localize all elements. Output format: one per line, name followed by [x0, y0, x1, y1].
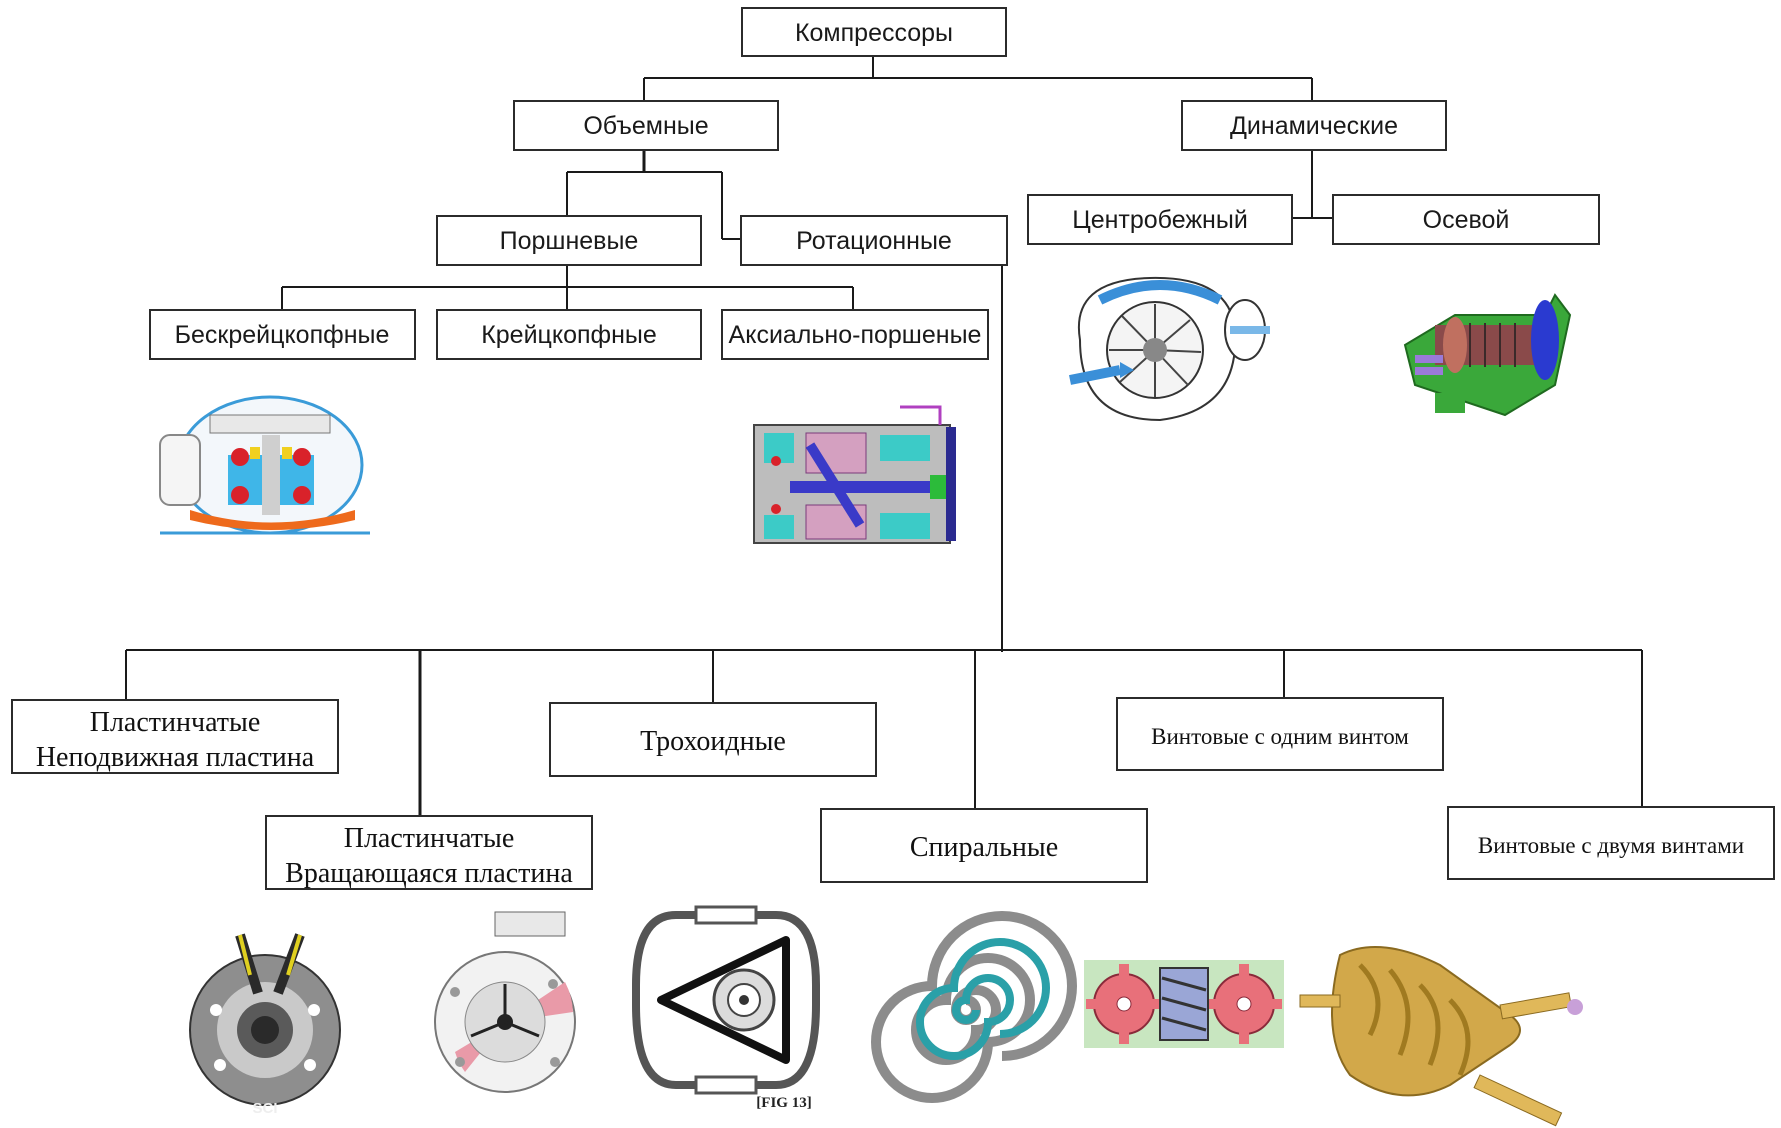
node-vane-rotating-line2: Вращающаяся пластина — [285, 858, 573, 889]
node-vane-rotating: Пластинчатые Вращающаяся пластина — [265, 815, 593, 890]
connectors — [125, 56, 1643, 816]
node-centrifugal: Центробежный — [1027, 194, 1293, 245]
node-axial-piston-label: Аксиально-поршеные — [729, 321, 982, 349]
node-single-screw-label: Винтовые с одним винтом — [1151, 724, 1409, 749]
node-vane-rotating-line1: Пластинчатые — [344, 823, 515, 854]
node-trochoid: Трохоидные — [549, 702, 877, 777]
node-rotary-label: Ротационные — [796, 227, 952, 255]
single-screw-gear-illustration — [1084, 960, 1284, 1048]
node-single-screw: Винтовые с одним винтом — [1116, 697, 1444, 771]
node-twin-screw: Винтовые с двумя винтами — [1447, 806, 1775, 880]
twin-screw-rotor-illustration — [1299, 946, 1583, 1127]
node-dynamic-label: Динамические — [1230, 112, 1398, 140]
axial-piston-compressor-illustration — [753, 405, 956, 544]
node-axial-label: Осевой — [1423, 206, 1510, 234]
node-dynamic: Динамические — [1181, 100, 1447, 151]
node-axial-piston: Аксиально-поршеные — [721, 309, 989, 360]
node-vane-fixed-line2: Неподвижная пластина — [36, 742, 315, 773]
vane-fixed-compressor-illustration: SCI — [189, 933, 341, 1117]
node-root: Компрессоры — [741, 7, 1007, 57]
axial-compressor-illustration — [1403, 293, 1572, 417]
crossheadless-compressor-illustration — [159, 395, 370, 535]
node-trochoid-label: Трохоидные — [640, 726, 786, 757]
node-piston-label: Поршневые — [500, 227, 639, 255]
fig13-caption: [FIG 13] — [756, 1095, 811, 1111]
node-volumetric-label: Объемные — [583, 112, 708, 140]
node-crosshead-label: Крейцкопфные — [481, 321, 657, 349]
node-axial: Осевой — [1332, 194, 1600, 245]
node-root-label: Компрессоры — [795, 19, 953, 47]
node-vane-fixed-line1: Пластинчатые — [90, 707, 261, 738]
scroll-spiral-illustration — [871, 911, 1077, 1103]
node-piston: Поршневые — [436, 215, 702, 266]
node-centrifugal-label: Центробежный — [1072, 206, 1248, 234]
trochoid-rotor-illustration: [FIG 13] — [632, 905, 820, 1111]
node-crosshead: Крейцкопфные — [436, 309, 702, 360]
node-vane-fixed: Пластинчатые Неподвижная пластина — [11, 699, 339, 774]
node-volumetric: Объемные — [513, 100, 779, 151]
node-crossheadless-label: Бескрейцкопфные — [175, 321, 390, 349]
sci-label: SCI — [252, 1100, 277, 1117]
centrifugal-compressor-illustration — [1069, 276, 1270, 422]
node-scroll: Спиральные — [820, 808, 1148, 883]
node-twin-screw-label: Винтовые с двумя винтами — [1478, 833, 1744, 858]
node-crossheadless: Бескрейцкопфные — [149, 309, 416, 360]
node-scroll-label: Спиральные — [910, 832, 1058, 863]
vane-rotating-compressor-illustration — [434, 911, 576, 1093]
node-rotary: Ротационные — [740, 215, 1008, 266]
